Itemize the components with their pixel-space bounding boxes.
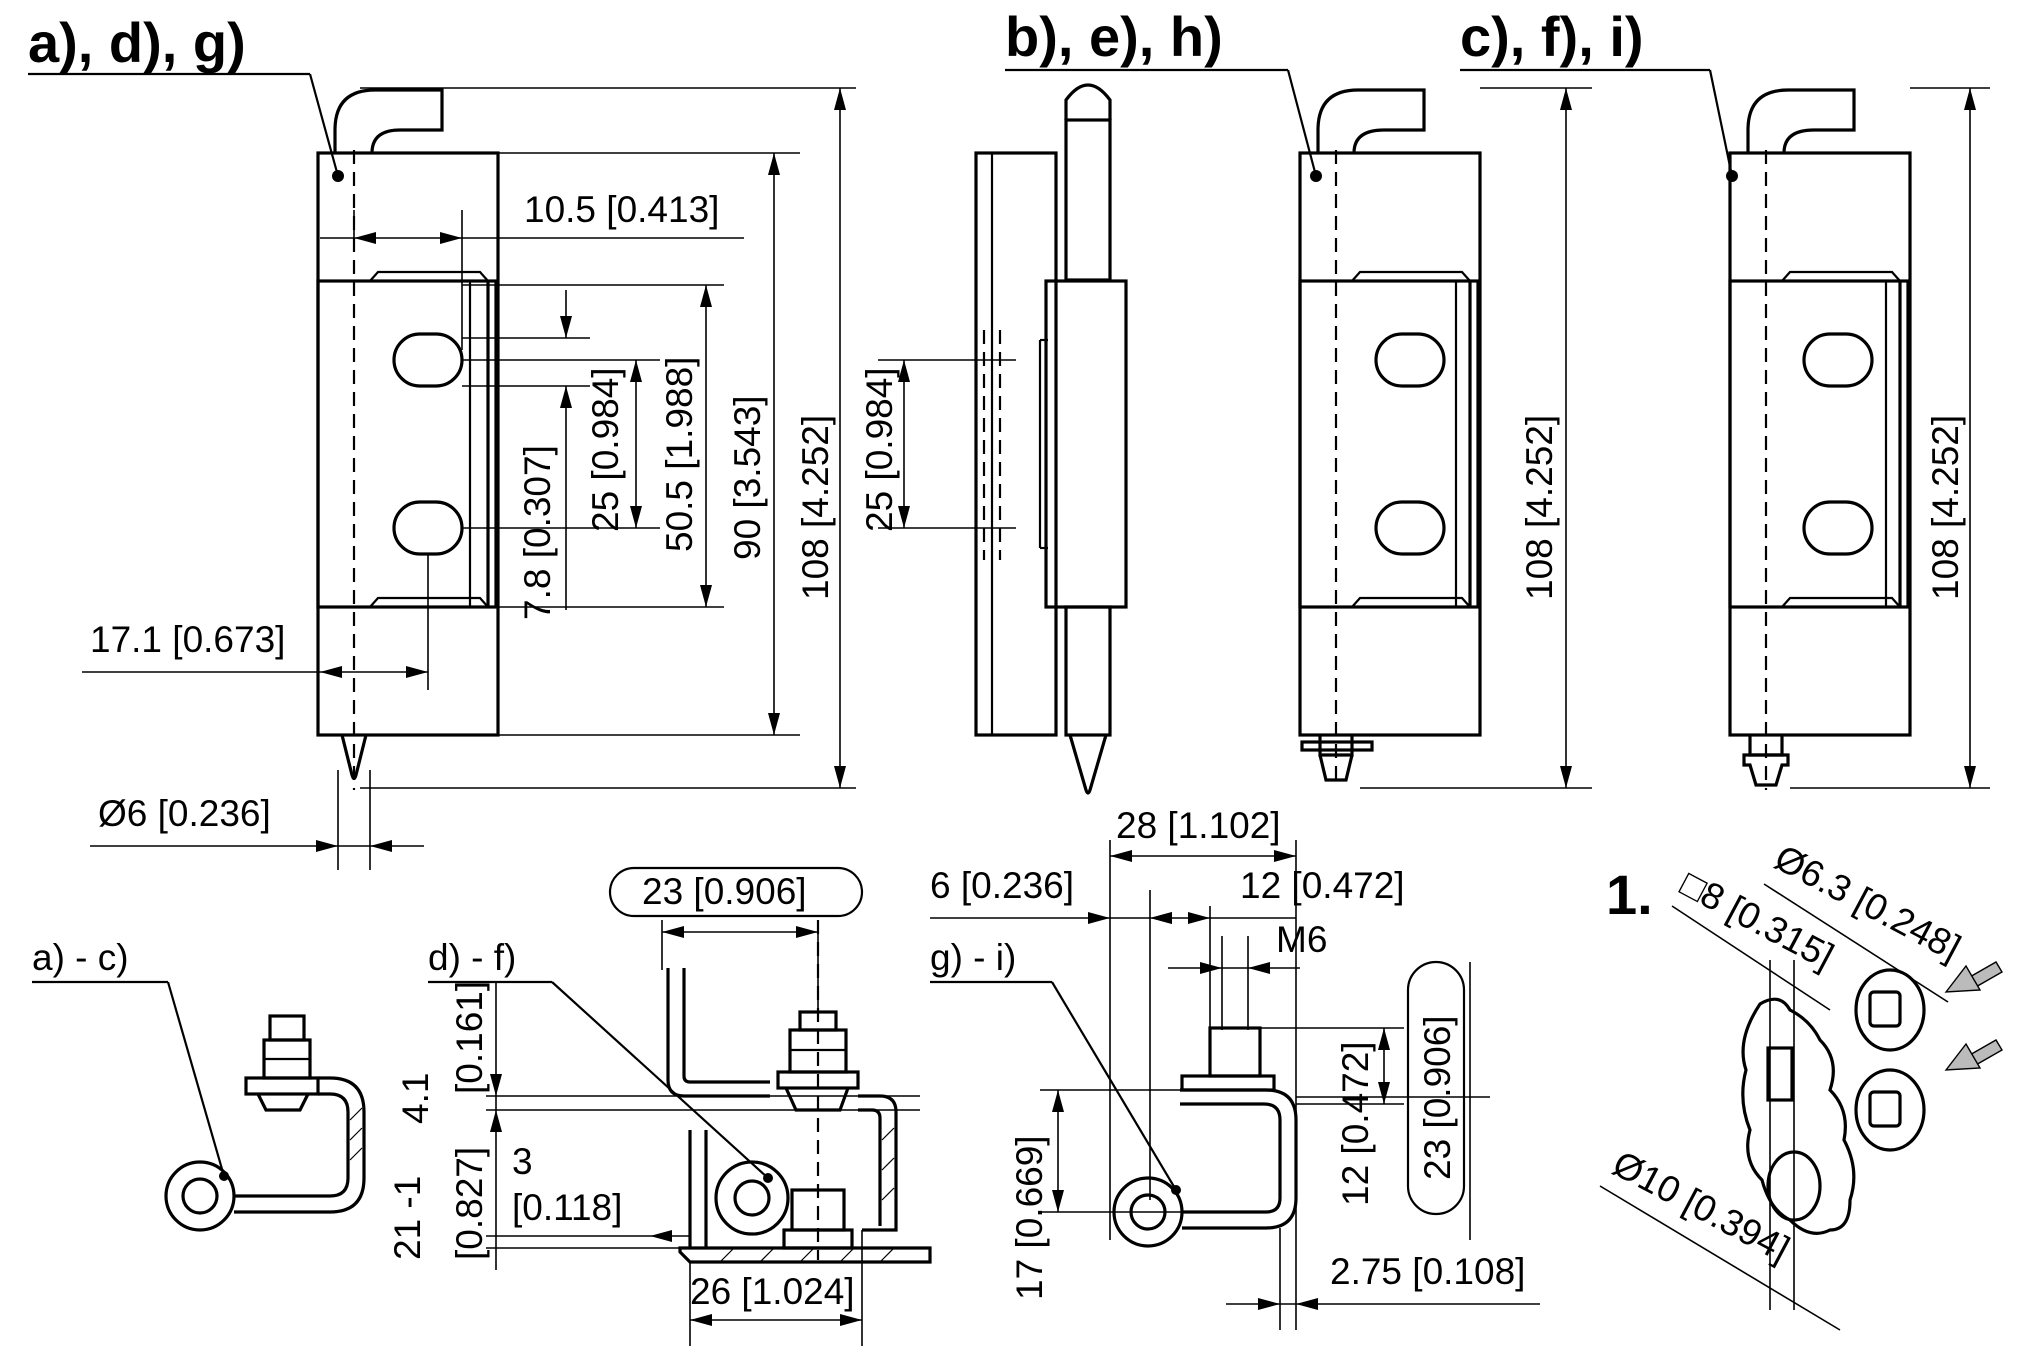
section-gi-label: g) - i) — [930, 937, 1016, 978]
dim-28: 28 [1.102] — [1116, 805, 1281, 846]
dim-21-inch: [0.827] — [449, 1147, 490, 1260]
detail-number: 1. — [1606, 863, 1653, 926]
dims-view-beh: 25 [0.984] — [859, 359, 1016, 532]
dim-90: 90 [3.543] — [727, 395, 768, 560]
section-ac-label: a) - c) — [32, 937, 129, 978]
dim-3-inch: [0.118] — [512, 1187, 622, 1228]
detail-1: 1. □8 [0.315] Ø6.3 [0.248] Ø10 [0.394] — [1599, 837, 2003, 1331]
dims-view-adg: 108 [4.252] 90 [3.543] 50.5 [1.988] 25 [… — [82, 87, 856, 870]
dim-25-beh: 25 [0.984] — [859, 367, 900, 532]
dim-7-8: 7.8 [0.307] — [517, 445, 558, 620]
dim-2-75: 2.75 [0.108] — [1330, 1251, 1525, 1292]
dim-pin-dia: Ø6 [0.236] — [98, 793, 271, 834]
dim-25-adg: 25 [0.984] — [585, 367, 626, 532]
hinge-view-beh — [974, 83, 1128, 795]
dims-view-cfi: 108 [4.252] — [1790, 87, 1990, 789]
dims-section-df: 23 [0.906] 4.1 [0.161] 3 [0.118] 21 -1 [… — [387, 866, 920, 1346]
section-df-label: d) - f) — [428, 937, 516, 978]
dim-26: 26 [1.024] — [690, 1271, 855, 1312]
dim-21: 21 -1 — [387, 1176, 428, 1260]
header-cfi-text: c), f), i) — [1460, 5, 1644, 68]
hinge-view-adg — [316, 88, 500, 790]
section-df: d) - f) — [428, 920, 932, 1264]
dim-6: 6 [0.236] — [930, 865, 1074, 906]
dim-12-v: 12 [0.472] — [1335, 1041, 1376, 1206]
dim-4-1-inch: [0.161] — [449, 981, 490, 1094]
dim-108-cfi: 108 [4.252] — [1925, 415, 1966, 600]
dims-section-gi: 28 [1.102] 6 [0.236] 12 [0.472] M6 12 [0… — [930, 805, 1540, 1330]
dim-m6: M6 — [1276, 919, 1327, 960]
hinge-view-e — [1298, 88, 1482, 782]
dim-108-e: 108 [4.252] — [1519, 415, 1560, 600]
hinge-view-cfi — [1728, 88, 1912, 790]
view-header-beh: b), e), h) — [1005, 5, 1322, 182]
header-adg-text: a), d), g) — [28, 11, 246, 74]
section-ac: a) - c) — [32, 937, 366, 1232]
dim-4-1: 4.1 — [395, 1073, 436, 1124]
dim-17-1: 17.1 [0.673] — [90, 619, 285, 660]
dim-12-h: 12 [0.472] — [1240, 865, 1405, 906]
dim-23-top: 23 [0.906] — [642, 871, 807, 912]
view-header-cfi: c), f), i) — [1460, 5, 1738, 182]
section-gi: g) - i) — [930, 937, 1298, 1248]
dim-3: 3 — [512, 1141, 533, 1182]
view-header-adg: a), d), g) — [28, 11, 344, 182]
dim-50-5: 50.5 [1.988] — [659, 357, 700, 552]
dims-view-e: 108 [4.252] — [1360, 87, 1592, 789]
dim-17: 17 [0.669] — [1009, 1135, 1050, 1300]
header-beh-text: b), e), h) — [1005, 5, 1223, 68]
dim-10-5: 10.5 [0.413] — [524, 189, 719, 230]
dim-108-adg-outer: 108 [4.252] — [795, 415, 836, 600]
